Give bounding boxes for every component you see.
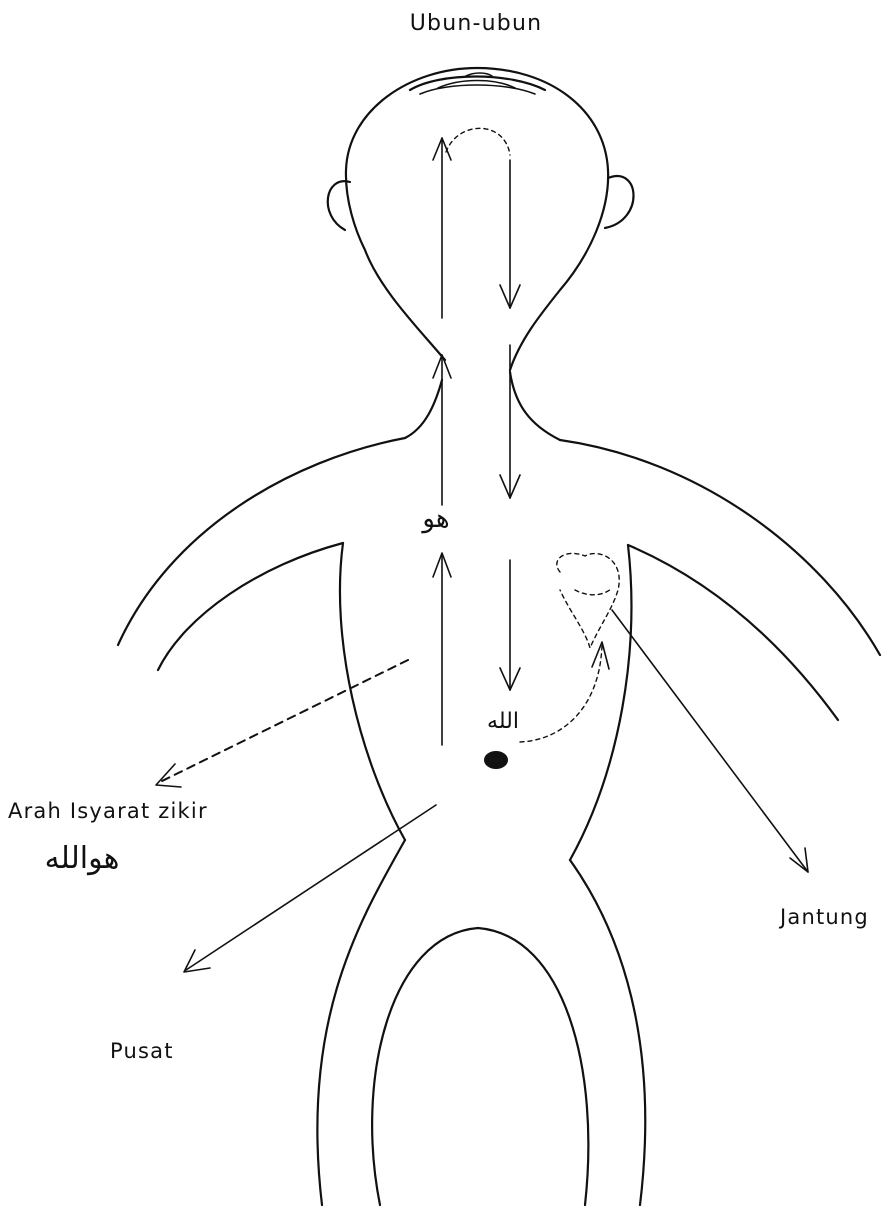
head	[328, 68, 634, 370]
zikir-direction-arrowhead	[156, 764, 181, 787]
right-leg-outer	[570, 860, 645, 1205]
descending-flow	[500, 160, 520, 690]
navel-dot	[484, 751, 508, 769]
arabic-hu: هو	[420, 504, 449, 534]
heart-outline	[557, 553, 619, 648]
left-arm-outer	[118, 438, 405, 645]
crown-loop	[446, 128, 510, 155]
crown-label: Ubun-ubun	[410, 11, 543, 36]
left-leg-outer	[317, 840, 405, 1205]
left-arm-inner	[158, 543, 343, 670]
crown-ring-outer	[410, 77, 545, 91]
right-arm-inner	[628, 545, 838, 720]
right-flank	[570, 545, 631, 860]
crown-ring-middle	[420, 85, 535, 94]
navel-label: Pusat	[110, 1039, 174, 1063]
right-ear	[605, 176, 634, 228]
zikir-direction-label: Arah Isyarat zikir	[8, 799, 208, 823]
arabic-hu-allah: هوالله	[45, 841, 120, 876]
ascending-flow	[433, 138, 451, 745]
left-flank	[340, 543, 405, 840]
right-arm-outer	[560, 440, 880, 655]
navel-pointer	[186, 805, 436, 970]
torso	[118, 372, 880, 1205]
navel-to-heart-flow	[520, 645, 602, 742]
heart-label: Jantung	[778, 905, 869, 929]
arabic-allah: الله	[487, 709, 519, 734]
inner-leg-arch	[372, 928, 588, 1205]
